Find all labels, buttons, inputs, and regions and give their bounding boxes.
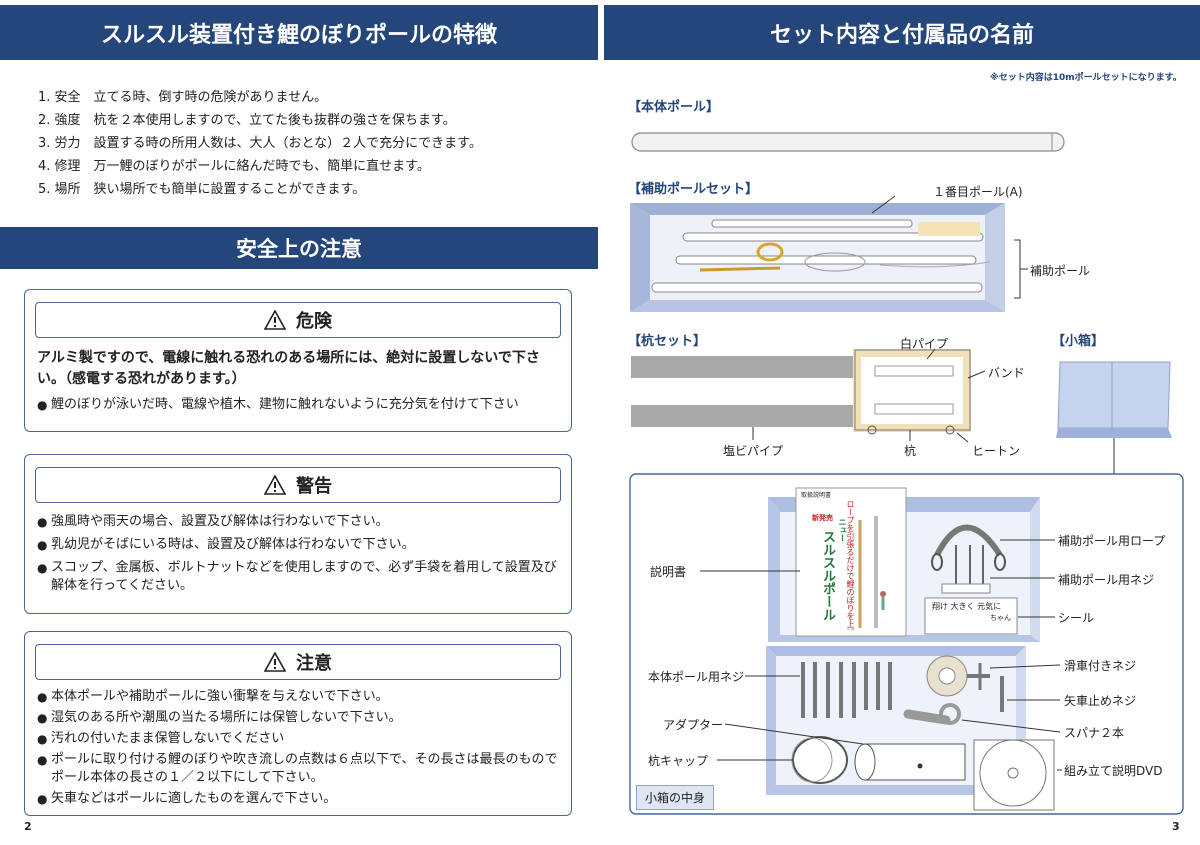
label-aux-pole: 補助ポール — [1030, 264, 1091, 278]
danger-box: 危険 アルミ製ですので、電線に触れる恐れのある場所には、絶対に設置しないで下さい… — [24, 289, 572, 432]
section-aux-pole-set: 【補助ポールセット】 — [628, 182, 759, 197]
label-arrow-screw: 矢車止めネジ — [1064, 694, 1137, 708]
seal-card — [924, 597, 1018, 635]
label-pole-a: １番目ポール(A) — [933, 185, 1023, 199]
label-pulley-screw: 滑車付きネジ — [1064, 659, 1137, 673]
caution-item: ポールに取り付ける鯉のぼりや吹き流しの点数は６点以下で、その長さは最長のものでポ… — [37, 751, 559, 787]
label-aux-screw: 補助ポール用ネジ — [1058, 573, 1155, 587]
feature-item: 3. 労力 設置する時の所用人数は、大人（おとな）２人で充分にできます。 — [38, 136, 482, 151]
booklet-brand-small: ニュー — [838, 518, 847, 542]
label-band: バンド — [988, 366, 1025, 380]
label-manual: 説明書 — [650, 565, 687, 579]
label-aux-rope: 補助ポール用ロープ — [1058, 534, 1166, 548]
section-main-pole: 【本体ポール】 — [628, 100, 720, 115]
label-white-pipe: 白パイプ — [900, 337, 949, 351]
warning-heading: 警告 — [35, 467, 561, 503]
caution-item: 湿気のある所や潮風の当たる場所には保管しないで下さい。 — [37, 709, 559, 727]
stake-set-illustration — [631, 348, 986, 443]
warning-item: 強風時や雨天の場合、設置及び解体は行わないで下さい。 — [37, 513, 559, 531]
label-dvd: 組み立て説明DVD — [1064, 764, 1163, 778]
danger-lead-text: アルミ製ですので、電線に触れる恐れのある場所には、絶対に設置しないで下さい。（感… — [37, 350, 540, 387]
section-stake-set: 【杭セット】 — [628, 334, 707, 349]
caution-item: 汚れの付いたまま保管しないでください — [37, 730, 559, 748]
danger-heading: 危険 — [35, 302, 561, 338]
label-stake: 杭 — [904, 444, 917, 458]
warning-item: 乳幼児がそばにいる時は、設置及び解体は行わないで下さい。 — [37, 536, 559, 554]
label-adapter: アダプター — [663, 718, 724, 732]
features-list: 1. 安全 立てる時、倒す時の危険がありません。 2. 強度 杭を２本使用します… — [38, 86, 482, 201]
label-pvc-pipe: 塩ビパイプ — [723, 444, 784, 458]
features-title-banner: スルスル装置付き鯉のぼりポールの特徴 — [0, 5, 598, 60]
warning-triangle-icon — [264, 310, 286, 330]
booklet-badge: 新発売 — [812, 514, 833, 522]
safety-title-banner: 安全上の注意 — [0, 227, 598, 269]
set-contents-title-banner: セット内容と付属品の名前 — [604, 5, 1200, 60]
section-small-box: 【小箱】 — [1052, 334, 1105, 349]
label-main-screw: 本体ポール用ネジ — [648, 670, 745, 684]
caution-item: 本体ポールや補助ポールに強い衝撃を与えないで下さい。 — [37, 688, 559, 706]
feature-item: 2. 強度 杭を２本使用しますので、立てた後も抜群の強さを保ちます。 — [38, 113, 456, 128]
warning-triangle-icon — [264, 475, 286, 495]
safety-title: 安全上の注意 — [236, 237, 362, 261]
feature-item: 1. 安全 立てる時、倒す時の危険がありません。 — [38, 90, 328, 105]
caution-box: 注意 本体ポールや補助ポールに強い衝撃を与えないで下さい。 湿気のある所や潮風の… — [24, 631, 572, 816]
set-note: ※セット内容は10mポールセットになります。 — [990, 73, 1182, 83]
booklet-tagline: ロープを引張るだけで鯉のぼりを上げ下げ出来る。 — [846, 500, 855, 630]
caution-list: 本体ポールや補助ポールに強い衝撃を与えないで下さい。 湿気のある所や潮風の当たる… — [37, 688, 559, 808]
main-pole-illustration — [631, 132, 1065, 152]
danger-list: 鯉のぼりが泳いだ時、電線や植木、建物に触れないように充分気を付けて下さい — [37, 396, 559, 414]
label-spanner: スパナ２本 — [1064, 726, 1125, 740]
adapter-tube — [864, 743, 966, 781]
feature-item: 5. 場所 狭い場所でも簡単に設置することができます。 — [38, 182, 366, 197]
label-hiton: ヒートン — [972, 444, 1021, 458]
label-stake-cap: 杭キャップ — [648, 754, 709, 768]
booklet-top-text: 取扱説明書 — [801, 492, 832, 499]
feature-item: 4. 修理 万一鯉のぼりがポールに絡んだ時でも、簡単に直せます。 — [38, 159, 430, 174]
set-contents-title: セット内容と付属品の名前 — [769, 22, 1034, 48]
seal-line-1: 翔け 大きく 元気に — [932, 602, 1002, 611]
danger-item: 鯉のぼりが泳いだ時、電線や植木、建物に触れないように充分気を付けて下さい — [37, 396, 559, 414]
box-contents-caption: 小箱の中身 — [636, 785, 715, 810]
warning-box: 警告 強風時や雨天の場合、設置及び解体は行わないで下さい。 乳幼児がそばにいる時… — [24, 454, 572, 614]
caution-item: 矢車などはポールに適したものを選んで下さい。 — [37, 790, 559, 808]
seal-line-2: ちゃん — [990, 614, 1011, 622]
warning-item: スコップ、金属板、ボルトナットなどを使用しますので、必ず手袋を着用して設置及び解… — [37, 559, 559, 595]
booklet-brand: スルスルポール — [820, 530, 835, 621]
page-number-right: 3 — [1172, 820, 1180, 833]
features-title: スルスル装置付き鯉のぼりポールの特徴 — [100, 22, 497, 48]
aux-pole-box-illustration — [630, 195, 1028, 312]
warning-triangle-icon — [264, 652, 286, 672]
page-number-left: 2 — [24, 820, 32, 833]
label-seal: シール — [1058, 611, 1095, 625]
manual-booklet — [795, 487, 907, 637]
warning-title: 警告 — [296, 476, 332, 497]
warning-list: 強風時や雨天の場合、設置及び解体は行わないで下さい。 乳幼児がそばにいる時は、設… — [37, 513, 559, 595]
caution-heading: 注意 — [35, 644, 561, 680]
caution-title: 注意 — [296, 653, 332, 674]
danger-title: 危険 — [296, 311, 332, 332]
small-box-illustration — [1056, 361, 1172, 480]
